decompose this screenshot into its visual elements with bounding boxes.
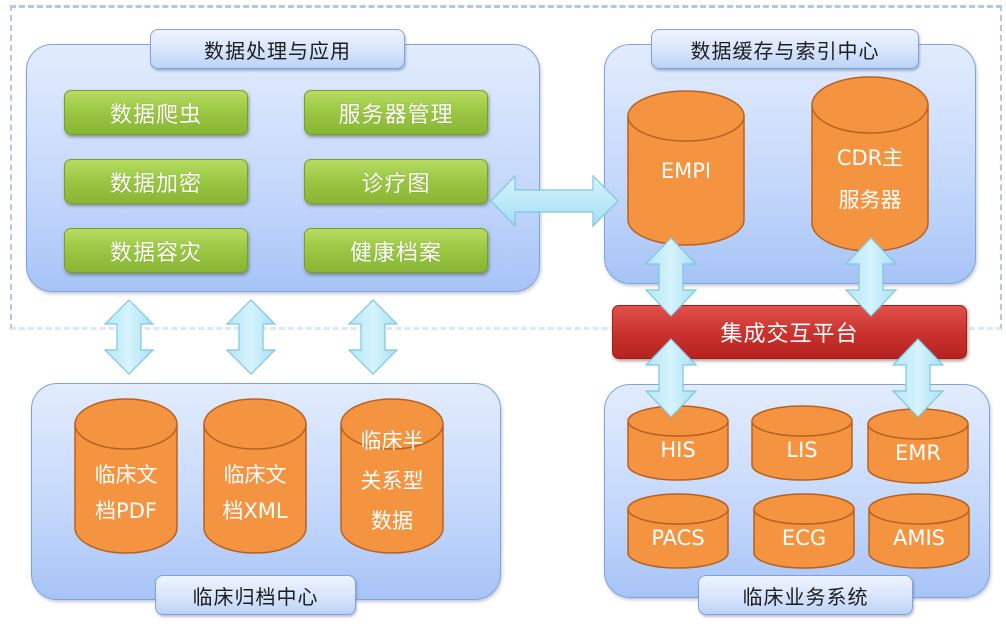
bidirectional-arrow-icon	[490, 174, 619, 228]
database-icon	[340, 398, 444, 554]
bidirectional-arrow-icon	[844, 237, 898, 317]
cylinder-label-line2: 服务器	[838, 188, 902, 212]
cylinder-label: LIS	[786, 438, 818, 462]
cylinder-label-line1: CDR主	[836, 146, 904, 170]
cylinder-label-line2: 档XML	[222, 499, 288, 523]
cylinder-label-line2: 档PDF	[95, 499, 157, 523]
cylinder-amis[interactable]: AMIS	[868, 493, 970, 569]
business-title: 临床业务系统	[698, 575, 913, 615]
database-icon	[868, 493, 970, 569]
cylinder-his[interactable]: HIS	[627, 405, 729, 481]
cylinder-clinical-pdf[interactable]: 临床文 档PDF	[74, 398, 178, 556]
bidirectional-arrow-icon	[347, 299, 399, 375]
cylinder-emr[interactable]: EMR	[867, 408, 969, 484]
database-icon	[811, 76, 929, 252]
cylinder-lis[interactable]: LIS	[751, 405, 853, 481]
bidirectional-arrow-icon	[225, 299, 277, 375]
bidirectional-arrow-icon	[644, 338, 698, 418]
cylinder-label-line2: 关系型	[360, 469, 424, 493]
module-data-crawler[interactable]: 数据爬虫	[64, 90, 248, 135]
cylinder-label-line1: 临床半	[360, 429, 424, 453]
cylinder-clinical-xml[interactable]: 临床文 档XML	[203, 398, 307, 556]
cylinder-label: EMR	[895, 441, 941, 465]
cylinder-pacs[interactable]: PACS	[627, 493, 729, 569]
module-health-records[interactable]: 健康档案	[304, 228, 488, 273]
cylinder-label: AMIS	[892, 526, 945, 550]
cylinder-label: HIS	[660, 438, 696, 462]
cylinder-label: EMPI	[660, 159, 712, 183]
cylinder-cdr-server[interactable]: CDR主 服务器	[811, 75, 929, 253]
module-data-encryption[interactable]: 数据加密	[64, 159, 248, 204]
cylinder-ecg[interactable]: ECG	[753, 493, 855, 569]
module-server-management[interactable]: 服务器管理	[304, 90, 488, 135]
database-icon	[74, 398, 178, 554]
diagram-frame	[10, 5, 1002, 330]
module-disaster-recovery[interactable]: 数据容灾	[64, 228, 248, 273]
database-icon	[751, 405, 853, 481]
processing-title: 数据处理与应用	[150, 29, 405, 69]
database-icon	[203, 398, 307, 554]
database-icon	[753, 493, 855, 569]
cylinder-label: ECG	[781, 526, 827, 550]
cylinder-label-line3: 数据	[371, 509, 413, 533]
bidirectional-arrow-icon	[644, 237, 698, 317]
database-icon	[627, 493, 729, 569]
cylinder-label: PACS	[651, 526, 705, 550]
cylinder-semi-relational-data[interactable]: 临床半 关系型 数据	[340, 398, 444, 556]
archive-title: 临床归档中心	[155, 575, 356, 615]
cylinder-label-line1: 临床文	[94, 463, 158, 487]
cylinder-label-line1: 临床文	[223, 463, 287, 487]
database-icon	[867, 408, 969, 484]
bidirectional-arrow-icon	[103, 299, 155, 375]
module-diagnosis-chart[interactable]: 诊疗图	[304, 159, 488, 204]
cache-title: 数据缓存与索引中心	[651, 29, 919, 69]
database-icon	[627, 90, 745, 246]
database-icon	[627, 405, 729, 481]
bidirectional-arrow-icon	[891, 338, 945, 418]
cylinder-empi[interactable]: EMPI	[627, 90, 745, 246]
